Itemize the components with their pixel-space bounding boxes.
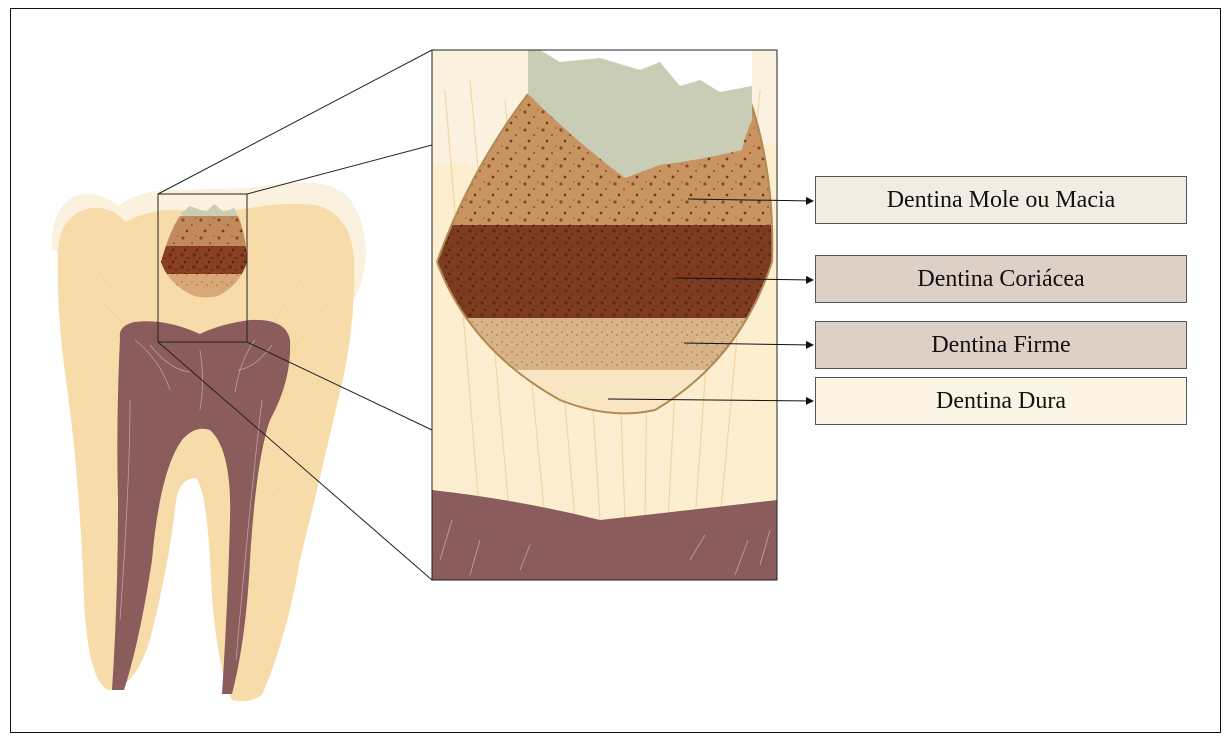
label-hard-dentin-text: Dentina Dura <box>936 388 1066 415</box>
label-hard-dentin: Dentina Dura <box>815 377 1187 425</box>
label-firm-dentin: Dentina Firme <box>815 321 1187 369</box>
label-soft-dentin: Dentina Mole ou Macia <box>815 176 1187 224</box>
label-firm-dentin-text: Dentina Firme <box>931 332 1070 359</box>
magnified-panel <box>430 50 780 580</box>
label-soft-dentin-text: Dentina Mole ou Macia <box>887 187 1116 214</box>
label-leathery-dentin: Dentina Coriácea <box>815 255 1187 303</box>
tooth-illustration <box>52 182 366 701</box>
label-leathery-dentin-text: Dentina Coriácea <box>917 266 1084 293</box>
